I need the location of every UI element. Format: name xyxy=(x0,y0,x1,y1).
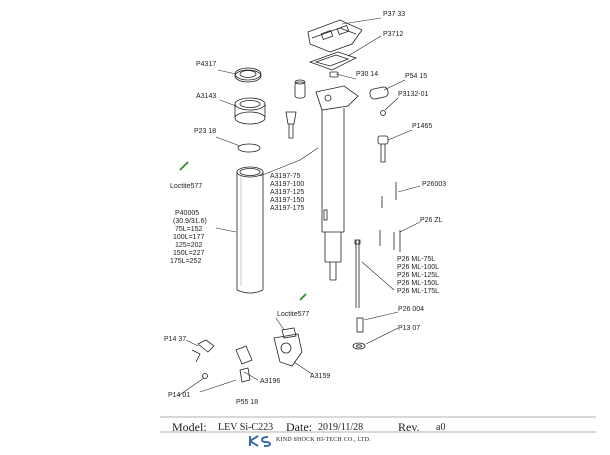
label-p40005-175l: 175L=252 xyxy=(170,258,201,265)
label-p40005-100l: 100L=177 xyxy=(173,234,204,241)
flat-washer-part xyxy=(352,342,366,350)
actuator-rod-part xyxy=(354,239,361,308)
label-p26ml-75l: P26 ML-75L xyxy=(397,256,435,263)
label-loctite-bottom: Loctite577 xyxy=(277,311,309,318)
label-p3712: P3712 xyxy=(383,31,403,38)
company-name: KIND SHOCK HI-TECH CO., LTD. xyxy=(276,437,371,443)
rev-label: Rev. xyxy=(398,420,420,434)
date-value: 2019/11/28 xyxy=(318,422,364,433)
barrel-nut-part xyxy=(294,79,306,99)
label-p26004: P26 004 xyxy=(398,306,424,313)
label-p5518: P55 18 xyxy=(236,399,258,406)
label-p3733: P37 33 xyxy=(383,11,405,18)
label-p26ml-175l: P26 ML-175L xyxy=(397,288,439,295)
label-a3197-150: A3197-150 xyxy=(270,197,304,204)
label-a3197-75: A3197-75 xyxy=(270,173,300,180)
long-bolt-part xyxy=(377,135,389,163)
rev-value: a0 xyxy=(436,422,446,433)
label-p40005: P40005 xyxy=(175,210,199,217)
pin-part xyxy=(381,182,397,208)
washer-part xyxy=(380,110,386,116)
label-p1465: P1465 xyxy=(412,123,432,130)
head-assembly-part xyxy=(234,97,266,125)
label-p2318: P23 18 xyxy=(194,128,216,135)
ring-part xyxy=(234,67,262,83)
label-p40005-group: P40005 (30.9/31.6) 75L=152 100L=177 125=… xyxy=(170,210,207,265)
label-a3197-group: A3197-75 A3197-100 A3197-125 A3197-150 A… xyxy=(270,173,304,212)
label-p40005-150l: 150L=227 xyxy=(173,250,204,257)
model-label: Model: xyxy=(172,420,207,434)
label-p40005-125: 125=202 xyxy=(175,242,203,249)
model-value: LEV Si-C223 xyxy=(218,422,274,433)
outer-tube-part xyxy=(236,166,264,294)
label-p26ml-group: P26 ML-75L P26 ML-100L P26 ML-125L P26 M… xyxy=(397,256,439,295)
seat-clamp-top-part xyxy=(307,19,363,53)
label-a3159: A3159 xyxy=(310,373,330,380)
actuator-assembly-part xyxy=(273,327,303,367)
inner-post-part xyxy=(321,108,345,281)
label-p26ml-125l: P26 ML-125L xyxy=(397,272,439,279)
label-p26ml-150l: P26 ML-150L xyxy=(397,280,439,287)
pin-part-set xyxy=(379,230,401,252)
cable-anchor-part xyxy=(235,345,253,383)
post-head-part xyxy=(315,85,359,111)
date-label: Date: xyxy=(286,420,312,434)
clip-part xyxy=(191,339,215,363)
label-p26ml-100l: P26 ML-100L xyxy=(397,264,439,271)
label-p26003: P26003 xyxy=(422,181,446,188)
ks-logo xyxy=(249,435,272,447)
ball-part xyxy=(202,373,208,379)
seat-clamp-lower-part xyxy=(308,51,358,71)
label-loctite-top: Loctite577 xyxy=(170,183,202,190)
o-ring-part xyxy=(237,143,261,153)
label-p3014: P30 14 xyxy=(356,71,378,78)
label-p40005-dia: (30.9/31.6) xyxy=(173,218,207,225)
label-p313201: P3132-01 xyxy=(398,91,428,98)
loctite-marker-bottom xyxy=(299,293,307,301)
label-p1307: P13 07 xyxy=(398,325,420,332)
label-p4317: P4317 xyxy=(196,61,216,68)
label-p5415: P54 15 xyxy=(405,73,427,80)
label-a3143: A3143 xyxy=(196,93,216,100)
label-p1401: P14 01 xyxy=(168,392,190,399)
label-a3197-175: A3197-175 xyxy=(270,205,304,212)
label-p26zl: P26 ZL xyxy=(420,217,443,224)
loctite-marker-top xyxy=(179,161,189,171)
small-pin-part xyxy=(356,317,364,333)
label-a3196: A3196 xyxy=(260,378,280,385)
label-p40005-75l: 75L=152 xyxy=(175,226,203,233)
label-a3197-100: A3197-100 xyxy=(270,181,304,188)
label-p1437: P14 37 xyxy=(164,336,186,343)
label-a3197-125: A3197-125 xyxy=(270,189,304,196)
bolt-part xyxy=(285,111,297,139)
barrel-part xyxy=(369,86,389,100)
